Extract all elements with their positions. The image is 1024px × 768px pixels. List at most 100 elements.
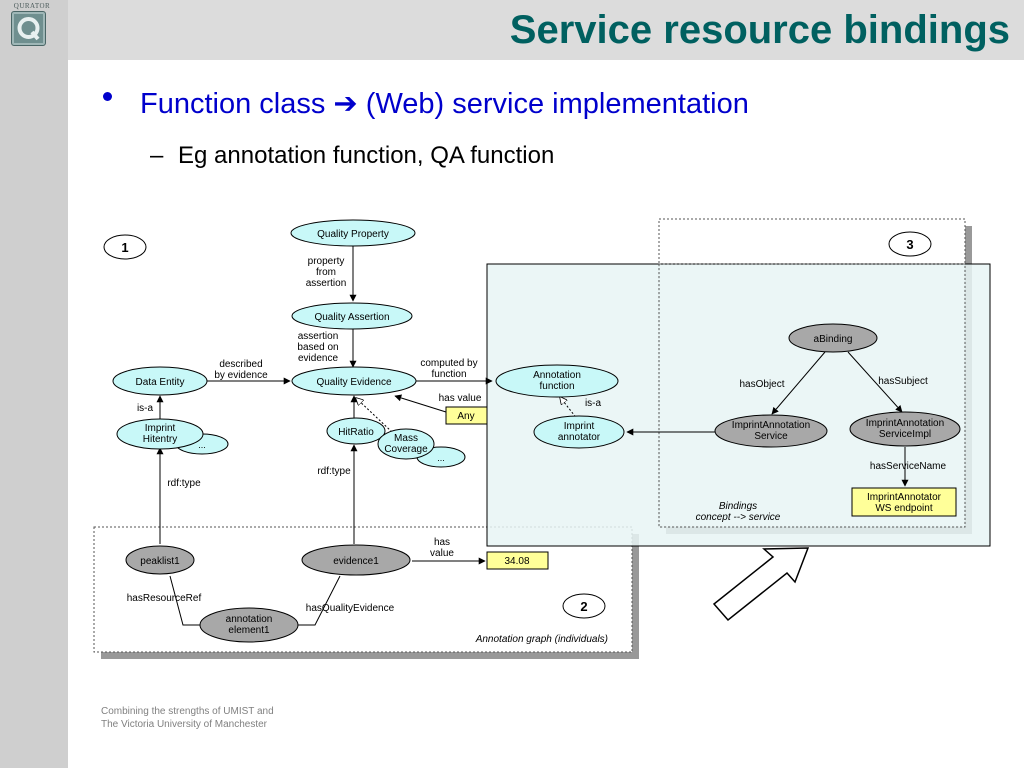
node-imprint-annotator-label-1: Imprint xyxy=(564,421,595,432)
panel-2-badge xyxy=(562,593,606,619)
node-imprint-annotator xyxy=(533,415,625,449)
node-evidence1-label: evidence1 xyxy=(333,556,379,567)
node-evidence1 xyxy=(301,544,411,576)
panel-3-label: 3 xyxy=(906,237,913,252)
node-quality-assertion-label: Quality Assertion xyxy=(314,312,389,323)
logo: QURATOR xyxy=(3,2,61,10)
label-property-from-3: assertion xyxy=(306,278,347,289)
node-imprint-hitentry-label-1: Imprint xyxy=(145,423,176,434)
node-abinding xyxy=(788,323,878,353)
node-imprint-serviceimpl-label-1: ImprintAnnotation xyxy=(866,418,944,429)
node-imprint-service xyxy=(714,414,828,448)
label-has-quality-evidence: hasQualityEvidence xyxy=(306,603,395,614)
node-imprint-service-label-1: ImprintAnnotation xyxy=(732,420,810,431)
label-is-a-right: is-a xyxy=(585,398,602,409)
node-data-entity-label: Data Entity xyxy=(136,377,185,388)
node-hitentry-ellipsis-label: ... xyxy=(198,440,206,450)
node-annotation-element xyxy=(199,607,299,643)
label-property-from-2: from xyxy=(316,267,336,278)
node-hitratio xyxy=(326,417,386,445)
box-endpoint-label-2: WS endpoint xyxy=(875,503,932,514)
box-value-label: 34.08 xyxy=(504,556,529,567)
bullet-tail: (Web) service implementation xyxy=(365,88,749,120)
label-has-object: hasObject xyxy=(739,379,784,390)
label-is-a-left: is-a xyxy=(137,403,154,414)
label-described-2: by evidence xyxy=(214,370,268,381)
node-annotation-function xyxy=(495,364,619,398)
edge-evidence-any xyxy=(394,394,447,413)
caption-annotation-graph: Annotation graph (individuals) xyxy=(475,634,608,645)
dash-icon: – xyxy=(150,142,164,169)
label-computed-2: function xyxy=(431,369,466,380)
label-has-value: has value xyxy=(439,393,482,404)
logo-text: QURATOR xyxy=(13,2,51,10)
node-imprint-service-label-2: Service xyxy=(754,431,788,442)
page-title: Service resource bindings xyxy=(509,8,1010,52)
sub-bullet-text: Eg annotation function, QA function xyxy=(178,142,555,169)
label-property-from-1: property xyxy=(308,256,345,267)
label-assertion-based-3: evidence xyxy=(298,353,338,364)
node-peaklist1 xyxy=(125,545,195,575)
label-has-resource-ref: hasResourceRef xyxy=(127,593,202,604)
node-quality-assertion xyxy=(291,302,413,330)
box-value xyxy=(486,551,549,570)
box-endpoint xyxy=(851,487,957,517)
node-quality-evidence-label: Quality Evidence xyxy=(316,377,391,388)
node-mass-coverage-label-2: Coverage xyxy=(384,444,428,455)
panel-3-inner xyxy=(658,263,966,528)
edge-element-peaklist xyxy=(169,575,200,626)
caption-bindings-1: Bindings xyxy=(719,501,757,512)
node-annotation-element-label-1: annotation xyxy=(226,614,273,625)
label-computed-1: computed by xyxy=(420,358,477,369)
node-annotation-function-label-1: Annotation xyxy=(533,370,581,381)
node-coverage-ellipsis-label: ... xyxy=(437,453,445,463)
node-quality-property-label: Quality Property xyxy=(317,229,389,240)
bullet-text: Function class xyxy=(140,88,326,120)
panel-1-label: 1 xyxy=(121,240,128,255)
edge-coverage-evidence xyxy=(356,398,393,433)
footer-line-1: Combining the strengths of UMIST and xyxy=(101,706,274,717)
panel-1-badge xyxy=(103,234,147,260)
node-imprint-serviceimpl-label-2: ServiceImpl xyxy=(879,429,931,440)
box-endpoint-label-1: ImprintAnnotator xyxy=(867,492,942,503)
label-rdf-type-mid: rdf:type xyxy=(317,466,351,477)
label-assertion-based-2: based on xyxy=(297,342,338,353)
node-imprint-annotator-label-2: annotator xyxy=(558,432,601,443)
edge-binding-serviceimpl xyxy=(847,351,903,413)
right-arrow-icon: ➔ xyxy=(333,88,358,120)
left-sidebar xyxy=(0,0,68,768)
label-assertion-based-1: assertion xyxy=(298,331,339,342)
node-peaklist1-label: peaklist1 xyxy=(140,556,180,567)
node-mass-coverage xyxy=(377,428,435,460)
edge-element-evidence1 xyxy=(297,575,341,626)
caption-bindings-2: concept --> service xyxy=(696,512,781,523)
panel-3-badge xyxy=(888,231,932,257)
label-has-value2-1: has xyxy=(434,537,450,548)
node-imprint-serviceimpl xyxy=(849,411,961,447)
logo-icon xyxy=(11,11,46,46)
node-hitratio-label: HitRatio xyxy=(338,427,374,438)
node-imprint-hitentry xyxy=(116,418,204,450)
node-data-entity xyxy=(112,366,208,396)
bullet-line: Function class ➔ (Web) service implement… xyxy=(140,86,749,121)
node-quality-property xyxy=(290,219,416,247)
footer-line-2: The Victoria University of Manchester xyxy=(101,719,267,730)
node-annotation-function-label-2: function xyxy=(539,381,574,392)
panel-2-label: 2 xyxy=(580,599,587,614)
footer: Combining the strengths of UMIST and The… xyxy=(101,705,274,731)
node-abinding-label: aBinding xyxy=(814,334,853,345)
label-has-subject: hasSubject xyxy=(878,376,928,387)
label-rdf-type-left: rdf:type xyxy=(167,478,201,489)
box-any xyxy=(445,406,488,425)
sub-bullet: – Eg annotation function, QA function xyxy=(150,142,554,170)
node-mass-coverage-label-1: Mass xyxy=(394,433,418,444)
node-annotation-element-label-2: element1 xyxy=(228,625,270,636)
title-bar: Service resource bindings xyxy=(68,0,1024,60)
big-arrow-icon xyxy=(712,547,810,622)
label-described-1: described xyxy=(219,359,262,370)
edge-binding-service xyxy=(771,351,826,415)
label-has-value2-2: value xyxy=(430,548,454,559)
bullet-icon xyxy=(103,92,112,101)
box-any-label: Any xyxy=(457,411,474,422)
